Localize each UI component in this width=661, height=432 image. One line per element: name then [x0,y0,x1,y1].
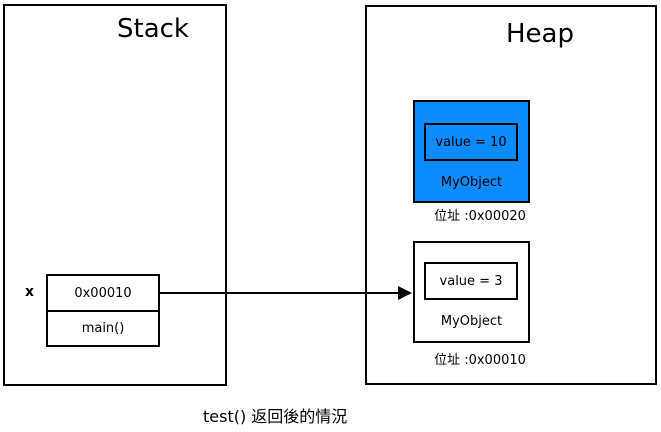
heap-object-highlighted-value: value = 10 [435,134,507,150]
stack-box: Stack x 0x00010 main() [3,4,227,386]
heap-object-plain-value-box: value = 3 [424,262,518,300]
heap-object-plain-type: MyObject [440,314,503,329]
stack-pointer-value: 0x00010 [74,285,132,301]
stack-variable-label: x [25,284,35,300]
heap-object-plain-address: 位址 :0x00010 [434,353,526,368]
heap-box: Heap value = 10 MyObject 位址 :0x00020 val… [365,5,657,385]
stack-function-name: main() [81,321,125,336]
heap-object-highlighted-type: MyObject [440,175,503,190]
stack-title: Stack [117,14,189,44]
heap-object-plain: value = 3 MyObject [413,241,530,343]
heap-title: Heap [506,19,574,49]
heap-object-highlighted: value = 10 MyObject [413,100,530,203]
stack-frame-pointer-cell: 0x00010 [46,274,160,312]
heap-object-highlighted-value-box: value = 10 [424,123,518,161]
diagram-caption: test() 返回後的情況 [203,407,348,426]
stack-frame-function-cell: main() [46,310,160,347]
heap-object-highlighted-address: 位址 :0x00020 [434,209,526,224]
heap-object-plain-value: value = 3 [439,273,503,289]
